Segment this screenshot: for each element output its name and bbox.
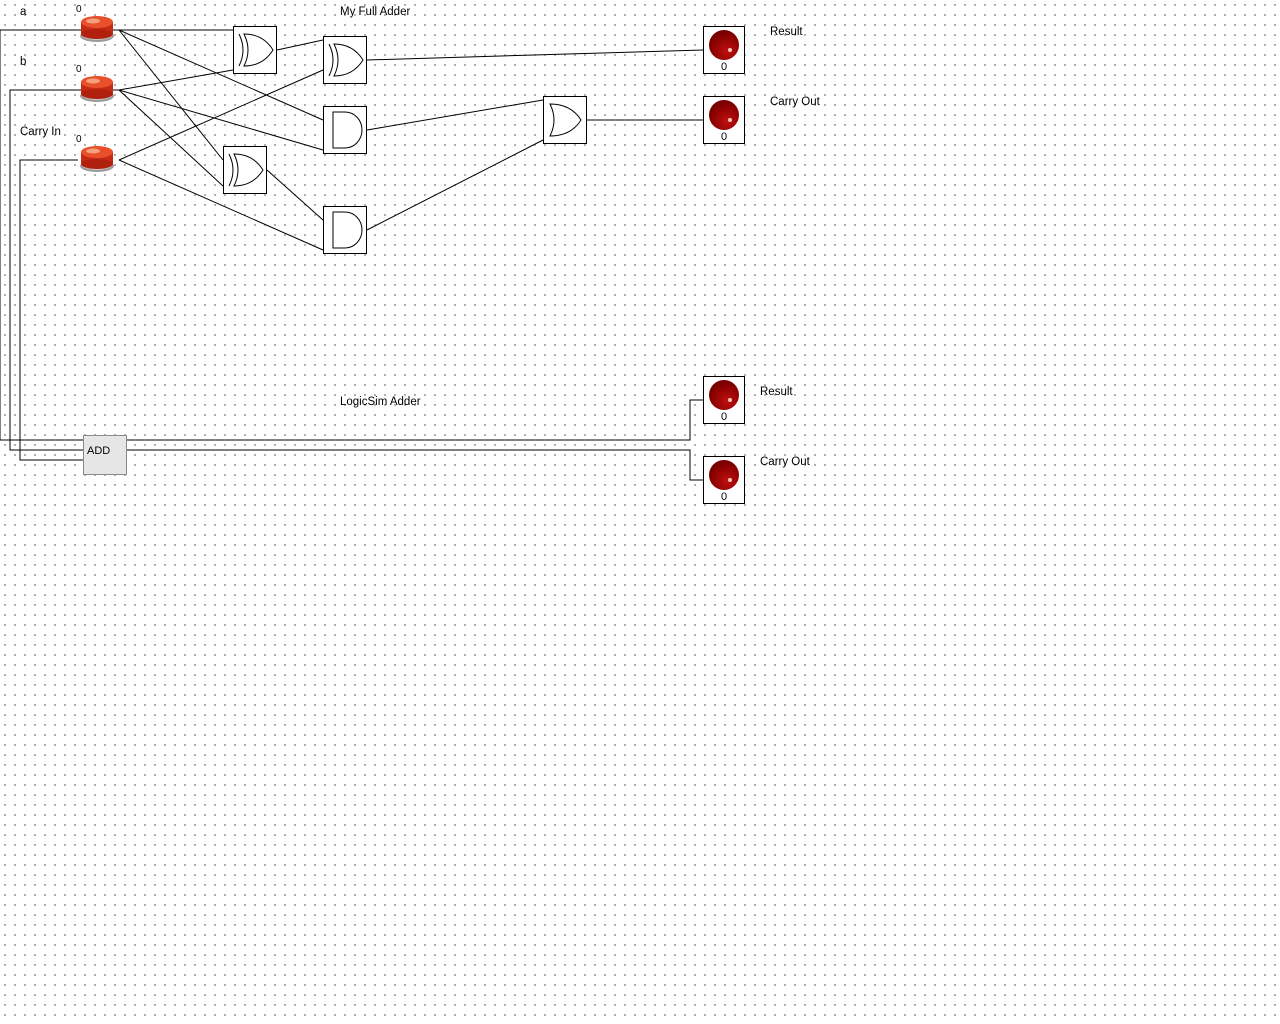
full-adder-carry-out-label: Carry Out <box>770 96 820 108</box>
push-button-icon <box>80 76 114 102</box>
xor-gate-icon <box>223 146 267 194</box>
xor-gate-1[interactable] <box>233 26 277 74</box>
led-bulb-icon <box>709 30 739 60</box>
push-button-icon <box>80 16 114 42</box>
led-value: 0 <box>720 131 728 143</box>
xor-gate-icon <box>323 36 367 84</box>
led-bulb-icon <box>709 380 739 410</box>
add-block-label: ADD <box>87 445 111 457</box>
wire <box>19 159 83 461</box>
wire <box>118 29 324 121</box>
logicsim-adder-title: LogicSim Adder <box>340 396 421 408</box>
and-gate-1[interactable] <box>323 106 367 154</box>
logicsim-carry-out-led[interactable]: 0 <box>703 456 745 504</box>
wire <box>127 449 703 481</box>
xor-gate-3[interactable] <box>223 146 267 194</box>
xor-gate-2[interactable] <box>323 36 367 84</box>
led-value: 0 <box>720 61 728 73</box>
input-a-button[interactable] <box>77 14 117 44</box>
wire <box>118 69 234 91</box>
logicsim-result-led[interactable]: 0 <box>703 376 745 424</box>
led-bulb-icon <box>709 100 739 130</box>
input-b-value: 0 <box>76 64 82 75</box>
wire <box>118 29 224 161</box>
full-adder-carry-out-led[interactable]: 0 <box>703 96 745 144</box>
wire <box>366 99 544 131</box>
carry-in-label: Carry In <box>20 126 61 138</box>
full-adder-result-led[interactable]: 0 <box>703 26 745 74</box>
or-gate[interactable] <box>543 96 587 144</box>
led-bulb-icon <box>709 460 739 490</box>
and-gate-icon <box>323 206 367 254</box>
logicsim-carry-out-label: Carry Out <box>760 456 810 468</box>
wire <box>118 89 324 151</box>
full-adder-title: My Full Adder <box>340 6 411 18</box>
wire <box>276 39 324 51</box>
wire <box>127 399 703 441</box>
wire <box>118 159 324 251</box>
wire <box>0 29 119 441</box>
carry-in-value: 0 <box>76 134 82 145</box>
input-b-button[interactable] <box>77 74 117 104</box>
logicsim-result-label: Result <box>760 386 793 398</box>
wire <box>266 169 324 221</box>
xor-gate-icon <box>233 26 277 74</box>
and-gate-icon <box>323 106 367 154</box>
input-a-label: a <box>20 6 27 18</box>
led-value: 0 <box>720 491 728 503</box>
wire <box>366 139 544 231</box>
wire <box>118 69 324 161</box>
input-b-label: b <box>20 56 27 68</box>
wire <box>118 89 224 187</box>
logicsim-add-block[interactable]: ADD <box>83 435 127 475</box>
wires <box>0 29 704 481</box>
or-gate-icon <box>543 96 587 144</box>
and-gate-2[interactable] <box>323 206 367 254</box>
wire <box>9 89 119 451</box>
full-adder-result-label: Result <box>770 26 803 38</box>
carry-in-button[interactable] <box>77 144 117 174</box>
input-a-value: 0 <box>76 4 82 15</box>
led-value: 0 <box>720 411 728 423</box>
push-button-icon <box>80 146 114 172</box>
wire <box>366 49 704 61</box>
